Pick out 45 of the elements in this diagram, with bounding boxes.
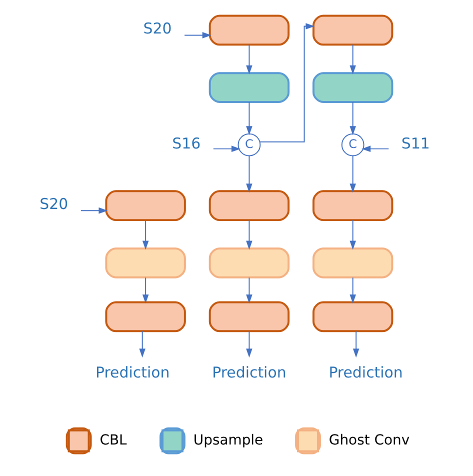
arrow: [246, 330, 252, 358]
node-text: Prediction: [212, 364, 286, 382]
arrow: [246, 277, 252, 304]
arrow: [258, 23, 314, 142]
arrow: [80, 207, 108, 214]
arrow: [184, 32, 211, 38]
node-box: [312, 190, 393, 222]
arrow: [212, 146, 240, 152]
arrow: [246, 155, 252, 193]
node-text: S11: [400, 134, 430, 152]
arrow: [352, 330, 359, 358]
node-text: S16: [172, 134, 200, 152]
node-box: [208, 72, 290, 103]
arrow: [246, 220, 252, 250]
node-box: [208, 190, 290, 222]
node-box: [312, 301, 393, 332]
legend-label: Ghost Conv: [328, 432, 410, 448]
arrow: [349, 277, 356, 304]
node-box: [312, 247, 393, 278]
arrow: [349, 220, 356, 250]
node-box: [312, 72, 393, 103]
node-circle: C: [237, 133, 260, 156]
arrow: [138, 330, 145, 358]
legend-label: CBL: [99, 432, 126, 448]
node-text: Prediction: [328, 364, 402, 382]
arrow: [142, 277, 148, 304]
arrow: [361, 146, 389, 152]
arrow: [349, 155, 356, 193]
arrow: [349, 101, 356, 136]
legend-label: Upsample: [192, 432, 263, 448]
node-box: [104, 190, 186, 222]
arrow: [142, 220, 148, 250]
arrow: [349, 44, 356, 74]
node-box: [104, 301, 186, 332]
node-text: S20: [142, 20, 172, 38]
node-text: Prediction: [95, 364, 170, 382]
node-text: S20: [39, 195, 68, 214]
node-box: [208, 247, 290, 278]
node-box: [208, 14, 290, 46]
node-box: [104, 247, 186, 278]
arrow: [246, 44, 252, 74]
node-box: [208, 301, 290, 332]
node-box: [312, 14, 393, 46]
arrow: [246, 101, 252, 136]
node-circle: C: [340, 133, 364, 156]
